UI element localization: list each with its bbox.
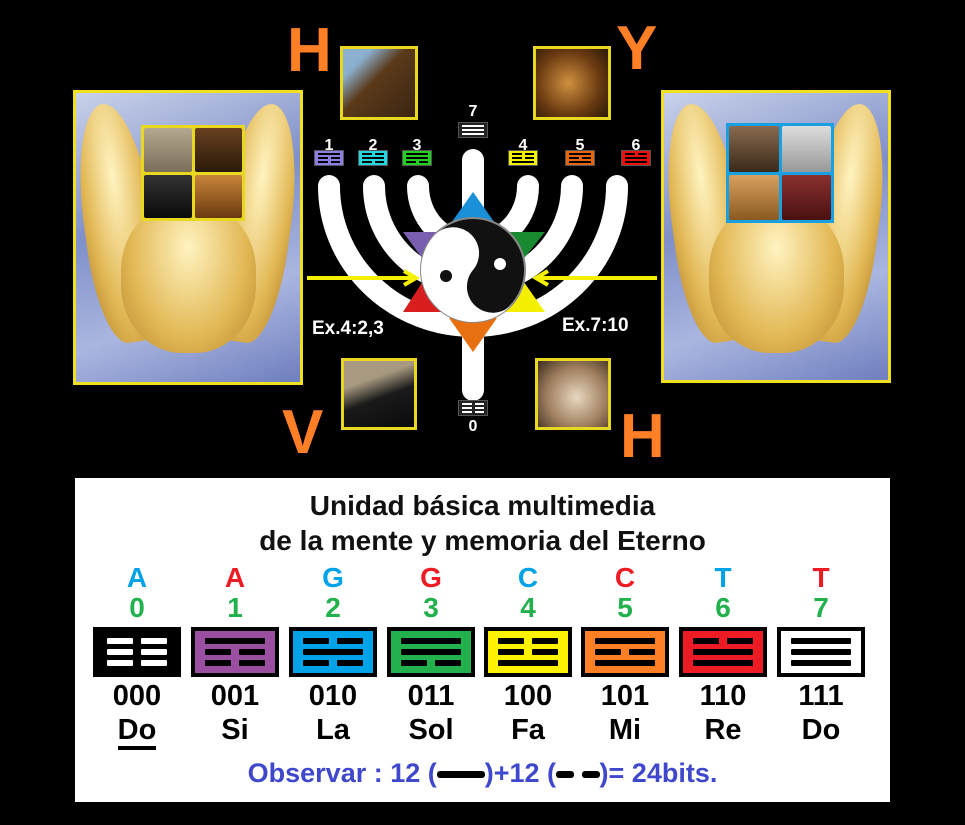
code-number: 0 <box>129 592 145 623</box>
note-label: La <box>316 714 350 746</box>
trigram-icon <box>777 627 865 677</box>
menorah-branch-1-trigram-icon <box>314 150 344 166</box>
binary-code: 111 <box>798 680 844 712</box>
nucleotide-letter: C <box>517 562 539 593</box>
lion-photo <box>533 46 611 120</box>
binary-code: 010 <box>308 680 358 712</box>
menorah-top-trigram-icon <box>458 122 488 138</box>
musical-note: Fa <box>483 714 573 747</box>
bull-photo <box>341 358 417 430</box>
code-number: 1 <box>227 592 243 623</box>
menorah-branch-5-trigram-icon <box>565 150 595 166</box>
musical-note: La <box>288 714 378 747</box>
musical-note: Re <box>678 714 768 747</box>
menorah-branch-5-label: 5 <box>575 137 585 154</box>
yin-yang-icon <box>420 217 526 323</box>
info-panel: Unidad básica multimedia de la mente y m… <box>75 478 890 802</box>
nucleotide-letter: G <box>322 562 344 593</box>
menorah-branch-6-trigram-icon <box>621 150 651 166</box>
note-label: Re <box>704 714 742 746</box>
menorah-branch-6-label: 6 <box>631 137 641 154</box>
scripture-ref-right: Ex.7:10 <box>562 315 629 336</box>
musical-note: Si <box>190 714 280 747</box>
menorah-bottom-label: 0 <box>468 418 478 435</box>
menorah-branch-4-trigram-icon <box>508 150 538 166</box>
code-number: 2 <box>325 592 341 623</box>
nucleotide-letter: G <box>420 562 442 593</box>
note-label: Do <box>117 714 157 750</box>
code-number: 7 <box>813 592 829 623</box>
trigram-icon <box>387 627 475 677</box>
four-faces-grid <box>726 123 834 223</box>
note-label: Do <box>801 714 841 746</box>
observation-note: Observar : 12 ( )+12 ( )= 24bits. <box>75 758 890 789</box>
letter-h-top: H <box>287 16 332 85</box>
nucleotide-letter: T <box>714 562 732 593</box>
arrow-right-icon <box>307 269 420 287</box>
four-faces-grid <box>141 125 245 221</box>
binary-code: 000 <box>112 680 162 712</box>
menorah-branch-3-label: 3 <box>412 137 422 154</box>
musical-note: Mi <box>580 714 670 747</box>
broken-line-icon <box>581 771 600 779</box>
menorah-branch-2-trigram-icon <box>358 150 388 166</box>
musical-note: Sol <box>386 714 476 747</box>
musical-note: Do <box>776 714 866 747</box>
menorah-diagram <box>307 149 657 401</box>
observe-prefix: Observar : 12 ( <box>247 758 437 788</box>
letter-v: V <box>282 398 324 467</box>
menorah-branch-1-label: 1 <box>324 137 334 154</box>
scripture-ref-left: Ex.4:2,3 <box>312 318 384 339</box>
trigram-icon <box>191 627 279 677</box>
observe-middle: )+12 ( <box>484 758 557 788</box>
panel-title-line1: Unidad básica multimedia <box>309 490 656 521</box>
binary-code: 101 <box>600 680 650 712</box>
arrows <box>307 269 657 287</box>
solid-line-icon <box>436 771 485 779</box>
musical-note: Do <box>92 714 182 750</box>
arrow-left-icon <box>532 269 657 287</box>
menorah-bottom-trigram-icon <box>458 400 488 416</box>
broken-line-icon <box>556 771 575 779</box>
binary-code: 110 <box>699 680 747 712</box>
observe-suffix: )= 24bits. <box>599 758 718 788</box>
code-number: 4 <box>520 592 536 623</box>
letter-h-bottom: H <box>620 402 665 471</box>
nucleotide-letter: A <box>224 562 246 593</box>
binary-code: 001 <box>210 680 260 712</box>
trigram-icon <box>93 627 181 677</box>
note-label: Mi <box>608 714 642 746</box>
trigram-icon <box>679 627 767 677</box>
david-statue-photo <box>535 358 611 430</box>
note-label: Sol <box>408 714 454 746</box>
code-number: 5 <box>617 592 633 623</box>
nucleotide-letter: A <box>126 562 148 593</box>
left-cherub-image <box>67 90 308 385</box>
eagle-photo <box>340 46 418 120</box>
binary-code: 100 <box>503 680 553 712</box>
trigram-icon <box>581 627 669 677</box>
panel-title-line2: de la mente y memoria del Eterno <box>259 525 706 556</box>
menorah-branch-4-label: 4 <box>518 137 528 154</box>
menorah-branch-2-label: 2 <box>368 137 378 154</box>
binary-code: 011 <box>407 680 455 712</box>
note-label: Si <box>221 714 249 746</box>
right-cherub-image <box>655 90 896 383</box>
menorah-top-label: 7 <box>468 103 478 120</box>
nucleotide-letter: C <box>614 562 636 593</box>
code-number: 3 <box>423 592 439 623</box>
menorah-branch-3-trigram-icon <box>402 150 432 166</box>
trigram-icon <box>484 627 572 677</box>
note-label: Fa <box>511 714 545 746</box>
trigram-icon <box>289 627 377 677</box>
nucleotide-letter: T <box>812 562 830 593</box>
letter-y: Y <box>616 14 658 83</box>
code-number: 6 <box>715 592 731 623</box>
